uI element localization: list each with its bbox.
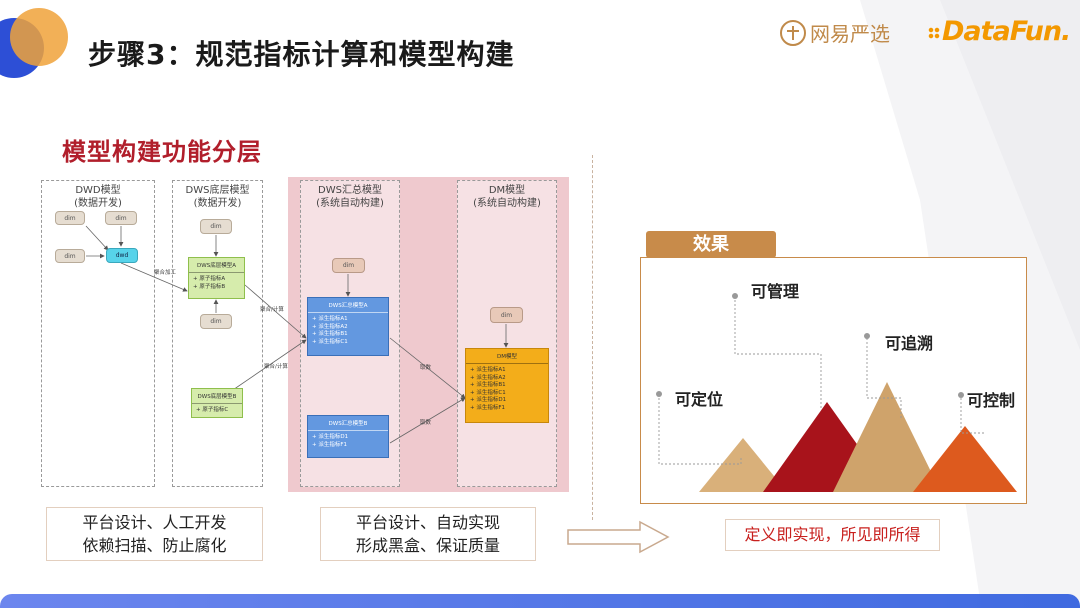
dws-summary-model-b-name: DWS汇总模型B xyxy=(308,416,388,431)
dm-model: DM模型 派生指标A1 派生指标A2 派生指标B1 派生指标C1 派生指标D1 … xyxy=(465,348,549,423)
dws-base-layer-subtitle: (数据开发) xyxy=(193,198,242,209)
effect-mountains xyxy=(699,382,1017,492)
dm-dim: dim xyxy=(490,307,523,323)
footer-bar xyxy=(0,594,1080,608)
dm-model-item: 派生指标D1 xyxy=(470,397,544,405)
dws-summary-model-a-item: 派生指标B1 xyxy=(312,331,384,339)
header-decoration-circle-orange xyxy=(10,8,68,66)
effect-mountains-chart xyxy=(656,293,1017,492)
result-statement: 定义即实现，所见即所得 xyxy=(725,519,940,551)
edge-label-agg-calc-1: 聚合/计算 xyxy=(260,307,284,313)
dws-summary-model-a-name: DWS汇总模型A xyxy=(308,298,388,313)
datafun-logo-dots-icon xyxy=(928,26,940,39)
dm-model-name: DM模型 xyxy=(466,349,548,364)
dm-model-item: 派生指标A2 xyxy=(470,375,544,383)
effect-label-trace: 可追溯 xyxy=(885,334,934,353)
yanxuan-logo: 网易严选 xyxy=(780,18,890,47)
yanxuan-logo-text: 网易严选 xyxy=(810,22,890,46)
dws-summary-model-a-item: 派生指标A2 xyxy=(312,324,384,332)
dws-base-dim-top: dim xyxy=(200,219,232,234)
mountain-locate xyxy=(699,438,787,492)
dm-model-item: 派生指标A1 xyxy=(470,367,544,375)
dwd-dim-1: dim xyxy=(55,211,85,225)
dwd-layer: DWD模型 (数据开发) xyxy=(41,180,155,487)
dws-base-model-a: DWS底层模型A 原子指标A 原子指标B xyxy=(188,257,245,299)
dws-summary-model-b: DWS汇总模型B 派生指标D1 派生指标F1 xyxy=(307,415,389,458)
dwd-dim-2: dim xyxy=(105,211,137,225)
auto-build-note-line2: 形成黑盒、保证质量 xyxy=(355,536,500,555)
dm-layer: DM模型 (系统自动构建) xyxy=(457,180,557,487)
edge-label-copy-2: 取数 xyxy=(420,420,432,426)
dwd-dim-3: dim xyxy=(55,249,85,263)
dwd-layer-title: DWD模型 xyxy=(75,185,121,196)
mountain-control xyxy=(913,426,1017,492)
effect-label-control: 可控制 xyxy=(967,391,1016,410)
dws-summary-model-a-item: 派生指标C1 xyxy=(312,339,384,347)
dws-base-dim-bottom: dim xyxy=(200,314,232,329)
dwd-layer-subtitle: (数据开发) xyxy=(74,198,122,209)
dws-base-model-a-item: 原子指标A xyxy=(193,276,240,284)
edge-label-agg-calc-2: 聚合/计算 xyxy=(264,364,288,370)
dws-summary-dim: dim xyxy=(332,258,365,273)
dws-base-model-b-name: DWS底层模型B xyxy=(192,389,242,404)
manual-dev-note-line2: 依赖扫描、防止腐化 xyxy=(82,536,227,555)
effect-panel: 可定位 可管理 可追溯 可控制 xyxy=(640,257,1027,504)
dm-model-item: 派生指标F1 xyxy=(470,405,544,413)
dws-base-model-b-item: 原子指标C xyxy=(196,407,238,415)
datafun-logo: DataFun. xyxy=(928,16,1071,47)
effect-badge: 效果 xyxy=(646,231,776,258)
edge-label-agg-process: 聚合加工 xyxy=(154,270,177,276)
edge-label-copy-1: 取数 xyxy=(420,365,432,371)
effect-label-locate: 可定位 xyxy=(675,390,724,409)
dashed-divider xyxy=(592,155,593,520)
dws-base-model-a-item: 原子指标B xyxy=(193,284,240,292)
auto-build-note-line1: 平台设计、自动实现 xyxy=(355,513,500,532)
manual-dev-note: 平台设计、人工开发 依赖扫描、防止腐化 xyxy=(46,507,263,561)
yanxuan-logo-icon xyxy=(780,19,806,46)
manual-dev-note-line1: 平台设计、人工开发 xyxy=(82,513,227,532)
dm-layer-subtitle: (系统自动构建) xyxy=(473,198,541,209)
dm-layer-title: DM模型 xyxy=(488,185,526,196)
page-title: 步骤3：规范指标计算和模型构建 xyxy=(88,38,515,71)
auto-build-note: 平台设计、自动实现 形成黑盒、保证质量 xyxy=(320,507,536,561)
effect-label-manage: 可管理 xyxy=(751,282,800,301)
dws-summary-model-a-item: 派生指标A1 xyxy=(312,316,384,324)
dws-summary-model-b-item: 派生指标D1 xyxy=(312,434,384,442)
dws-summary-layer-title: DWS汇总模型 xyxy=(318,185,382,196)
dm-model-item: 派生指标C1 xyxy=(470,390,544,398)
dws-base-model-b: DWS底层模型B 原子指标C xyxy=(191,388,243,418)
dws-summary-layer-subtitle: (系统自动构建) xyxy=(316,198,384,209)
dws-base-model-a-name: DWS底层模型A xyxy=(189,258,244,273)
dm-model-item: 派生指标B1 xyxy=(470,382,544,390)
dws-base-layer-title: DWS底层模型 xyxy=(185,185,250,196)
dws-summary-model-a: DWS汇总模型A 派生指标A1 派生指标A2 派生指标B1 派生指标C1 xyxy=(307,297,389,356)
datafun-logo-text: DataFun. xyxy=(942,16,1071,47)
right-arrow-icon xyxy=(567,520,670,554)
mountain-trace xyxy=(833,382,941,492)
section-title: 模型构建功能分层 xyxy=(62,138,262,166)
dwd-node: dwd xyxy=(106,248,138,263)
dws-summary-model-b-item: 派生指标F1 xyxy=(312,442,384,450)
